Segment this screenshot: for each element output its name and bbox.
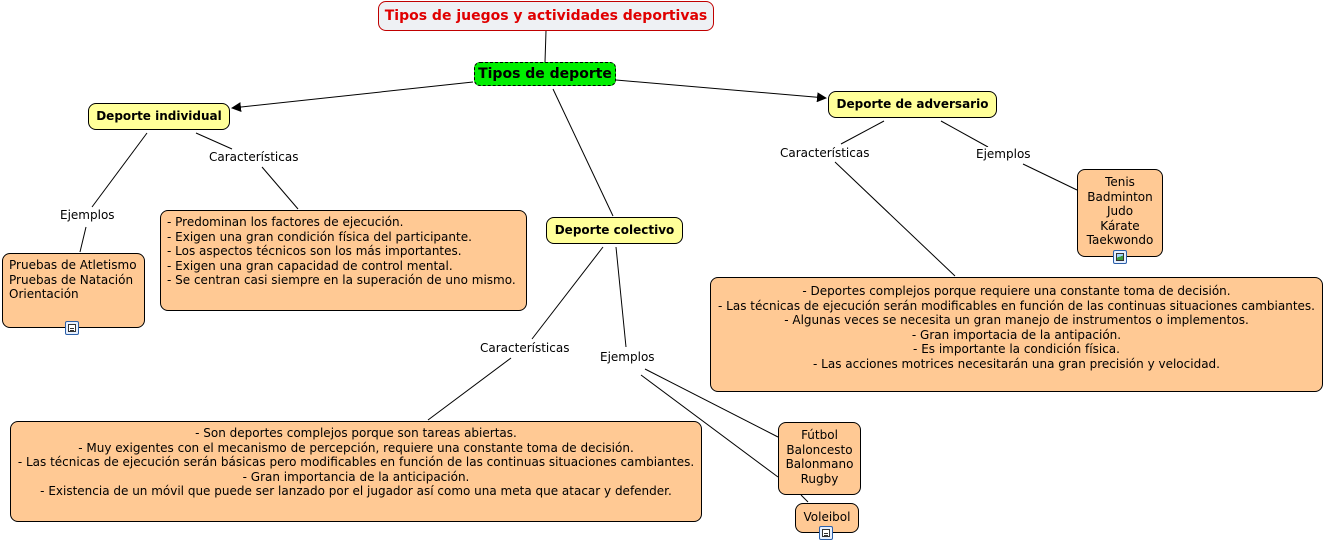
link-individual-ejemplos [91,132,148,208]
link-caracteristicas-individual-box [261,166,299,210]
document-icon[interactable] [65,321,79,335]
link-colectivo-ejemplos [615,246,627,348]
link-ejemplos-adversario-box [1022,163,1078,191]
adversario-caracteristicas-box[interactable]: - Deportes complejos porque requiere una… [710,277,1323,392]
image-icon[interactable] [1113,250,1127,264]
link-ejemplos-colectivo-box-2 [640,374,779,478]
link-title-root [544,30,547,63]
link-adversario-caracteristicas [840,120,885,145]
individual-caracteristicas-box[interactable]: - Predominan los factores de ejecución. … [160,210,527,311]
link-colectivo-box-voleibol [800,494,809,503]
link-caracteristicas-adversario-box [834,161,956,277]
link-ejemplos-individual-box [79,226,87,253]
link-label-individual-caracteristicas: Características [207,150,301,164]
link-label-colectivo-ejemplos: Ejemplos [598,350,657,364]
link-colectivo-caracteristicas [531,246,604,340]
link-label-colectivo-caracteristicas: Características [478,341,572,355]
concept-deporte-adversario[interactable]: Deporte de adversario [828,91,997,118]
document-icon[interactable] [819,526,833,540]
link-root-colectivo [552,88,614,217]
link-individual-caracteristicas [195,132,233,150]
map-title[interactable]: Tipos de juegos y actividades deportivas [378,1,714,31]
link-root-adversario [615,79,827,103]
root-node-tipos-de-deporte[interactable]: Tipos de deporte [474,62,616,86]
link-ejemplos-colectivo-box [644,368,779,438]
link-root-individual [231,81,474,113]
colectivo-caracteristicas-box[interactable]: - Son deportes complejos porque son tare… [10,421,702,522]
individual-ejemplos-box[interactable]: Pruebas de Atletismo Pruebas de Natación… [2,253,145,328]
link-caracteristicas-colectivo-box [427,357,512,421]
concept-deporte-individual[interactable]: Deporte individual [88,103,230,130]
concept-deporte-colectivo[interactable]: Deporte colectivo [546,217,683,244]
colectivo-ejemplos-box[interactable]: Fútbol Baloncesto Balonmano Rugby [778,422,861,495]
link-adversario-ejemplos [940,120,989,148]
link-label-adversario-ejemplos: Ejemplos [974,147,1033,161]
link-label-adversario-caracteristicas: Características [778,146,872,160]
link-label-individual-ejemplos: Ejemplos [58,208,117,222]
adversario-ejemplos-box[interactable]: Tenis Badminton Judo Kárate Taekwondo [1077,169,1163,257]
